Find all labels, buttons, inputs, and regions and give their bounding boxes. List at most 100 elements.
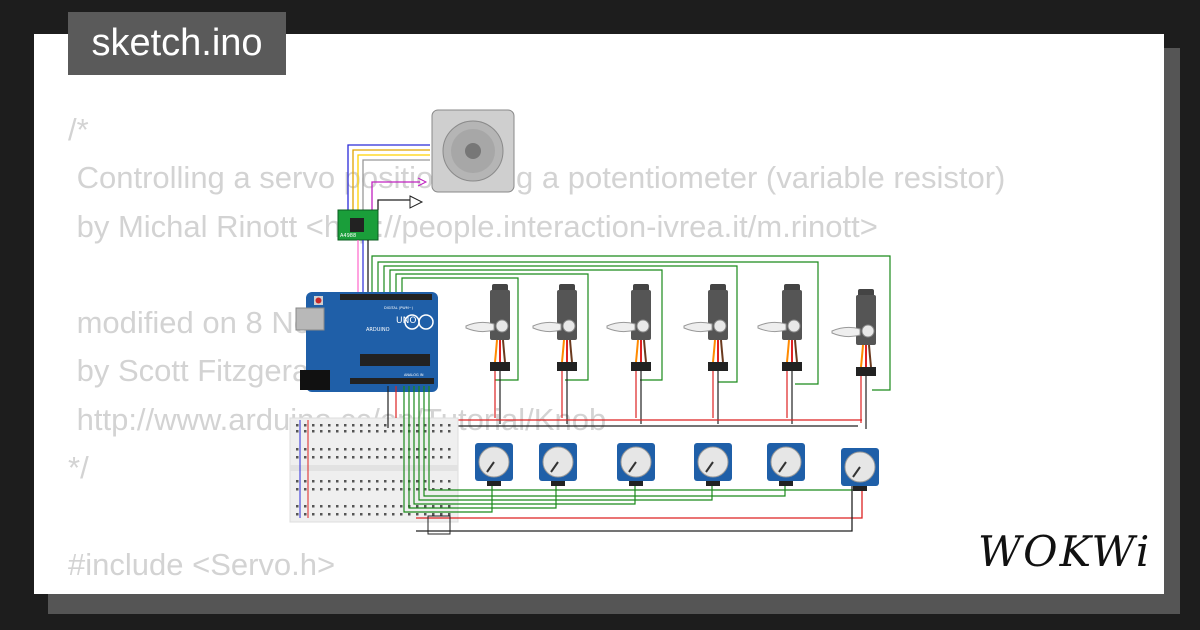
driver-label: A4988 xyxy=(340,233,356,239)
breadboard-hole xyxy=(352,424,355,427)
board-analog-label: ANALOG IN xyxy=(404,373,424,377)
breadboard-hole xyxy=(352,488,355,491)
servo-motor[interactable] xyxy=(606,284,651,424)
breadboard-hole xyxy=(424,424,427,427)
breadboard-hole xyxy=(376,430,379,433)
breadboard-hole xyxy=(376,448,379,451)
breadboard-hole xyxy=(344,448,347,451)
breadboard-hole xyxy=(352,513,355,516)
breadboard-hole xyxy=(320,448,323,451)
code-line: #include <Servo.h> xyxy=(68,546,336,582)
breadboard-hole xyxy=(320,513,323,516)
breadboard-hole xyxy=(328,448,331,451)
breadboard-hole xyxy=(416,480,419,483)
servo-motor[interactable] xyxy=(683,284,728,424)
servo-power-wires xyxy=(415,419,862,427)
breadboard-hole xyxy=(448,430,451,433)
breadboard-hole xyxy=(328,488,331,491)
potentiometer[interactable] xyxy=(617,443,655,486)
breadboard-hole xyxy=(400,488,403,491)
breadboard-hole xyxy=(336,448,339,451)
breadboard-hole xyxy=(392,488,395,491)
breadboard-hole xyxy=(416,430,419,433)
breadboard-hole xyxy=(392,448,395,451)
breadboard-hole xyxy=(432,456,435,459)
breadboard[interactable] xyxy=(289,417,459,523)
breadboard-hole xyxy=(360,424,363,427)
breadboard-hole xyxy=(312,480,315,483)
potentiometers xyxy=(475,443,879,491)
breadboard-hole xyxy=(352,448,355,451)
stepper-motor[interactable] xyxy=(431,109,515,193)
breadboard-hole xyxy=(296,488,299,491)
potentiometer[interactable] xyxy=(539,443,577,486)
bus-terminals xyxy=(427,515,451,535)
breadboard-hole xyxy=(312,430,315,433)
breadboard-hole xyxy=(344,456,347,459)
arduino-uno[interactable]: UNO ARDUINO DIGITAL (PWM~) ANALOG IN xyxy=(295,292,438,392)
breadboard-hole xyxy=(384,424,387,427)
servo-motor[interactable] xyxy=(465,284,510,424)
breadboard-hole xyxy=(384,488,387,491)
potentiometer[interactable] xyxy=(767,443,805,486)
servo-motor[interactable] xyxy=(831,289,876,429)
breadboard-hole xyxy=(328,430,331,433)
breadboard-hole xyxy=(400,456,403,459)
stepper-driver[interactable]: A4988 xyxy=(337,209,379,241)
breadboard-hole xyxy=(312,456,315,459)
breadboard-hole xyxy=(384,430,387,433)
breadboard-hole xyxy=(328,456,331,459)
breadboard-hole xyxy=(424,430,427,433)
breadboard-hole xyxy=(352,456,355,459)
breadboard-hole xyxy=(296,513,299,516)
breadboard-hole xyxy=(432,513,435,516)
breadboard-hole xyxy=(376,488,379,491)
breadboard-hole xyxy=(424,488,427,491)
breadboard-hole xyxy=(440,480,443,483)
potentiometer[interactable] xyxy=(841,448,879,491)
breadboard-hole xyxy=(384,505,387,508)
file-name-tab[interactable]: sketch.ino xyxy=(68,12,286,75)
breadboard-hole xyxy=(368,430,371,433)
potentiometer[interactable] xyxy=(694,443,732,486)
breadboard-hole xyxy=(400,480,403,483)
breadboard-hole xyxy=(304,424,307,427)
board-brand-label: ARDUINO xyxy=(366,327,390,333)
breadboard-hole xyxy=(320,505,323,508)
breadboard-hole xyxy=(424,448,427,451)
breadboard-hole xyxy=(328,513,331,516)
breadboard-hole xyxy=(400,505,403,508)
breadboard-hole xyxy=(312,448,315,451)
servo-motor[interactable] xyxy=(757,284,802,424)
board-bottom-wires xyxy=(387,386,397,428)
breadboard-hole xyxy=(432,480,435,483)
breadboard-hole xyxy=(336,430,339,433)
breadboard-hole xyxy=(336,424,339,427)
breadboard-hole xyxy=(296,430,299,433)
breadboard-hole xyxy=(344,430,347,433)
breadboard-hole xyxy=(376,424,379,427)
breadboard-hole xyxy=(296,505,299,508)
breadboard-hole xyxy=(448,424,451,427)
potentiometer[interactable] xyxy=(475,443,513,486)
breadboard-hole xyxy=(368,424,371,427)
breadboard-hole xyxy=(352,480,355,483)
breadboard-hole xyxy=(296,456,299,459)
breadboard-hole xyxy=(304,505,307,508)
breadboard-hole xyxy=(384,480,387,483)
code-line: */ xyxy=(68,450,89,486)
breadboard-hole xyxy=(384,456,387,459)
breadboard-hole xyxy=(432,448,435,451)
dir-arrow xyxy=(409,195,424,209)
servo-motor[interactable] xyxy=(532,284,577,424)
breadboard-hole xyxy=(440,513,443,516)
breadboard-hole xyxy=(392,456,395,459)
breadboard-hole xyxy=(440,448,443,451)
breadboard-hole xyxy=(320,424,323,427)
breadboard-hole xyxy=(408,513,411,516)
breadboard-hole xyxy=(360,430,363,433)
breadboard-hole xyxy=(320,480,323,483)
breadboard-hole xyxy=(336,456,339,459)
breadboard-hole xyxy=(368,505,371,508)
breadboard-hole xyxy=(336,488,339,491)
